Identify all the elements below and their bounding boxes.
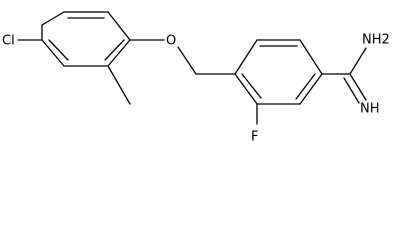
methyl-bond (107, 65, 131, 105)
left-benzene-ring (41, 11, 131, 67)
structure-diagram: Cl O F NH2 NH (2, 11, 390, 145)
bond (234, 73, 258, 105)
ether-bond-right (177, 46, 197, 75)
bond (241, 73, 262, 99)
bond (107, 11, 131, 41)
bond (299, 39, 323, 75)
bond (295, 73, 316, 100)
imine-bond (349, 73, 367, 101)
amine-bond (349, 47, 367, 75)
imine-double-bond (343, 77, 360, 104)
molecule-canvas: Cl O F NH2 NH (2, 11, 390, 145)
right-benzene-ring (234, 39, 323, 105)
bond (41, 11, 65, 26)
bond (234, 39, 258, 75)
bond (41, 39, 65, 67)
bond (48, 39, 69, 61)
amine-label: NH2 (362, 33, 390, 48)
imine-label: NH (360, 102, 380, 117)
bond (107, 39, 131, 67)
fluorine-label: F (251, 130, 258, 145)
chlorine-label: Cl (2, 34, 15, 49)
oxygen-label: O (166, 34, 176, 49)
bond (299, 73, 323, 105)
bond (104, 39, 125, 61)
